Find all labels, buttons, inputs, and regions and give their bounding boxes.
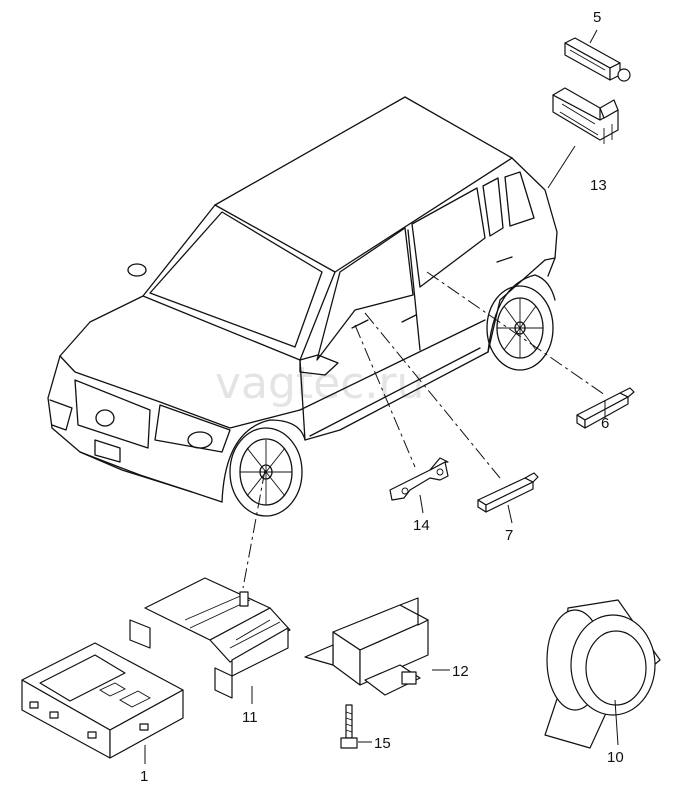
holder-part-14: [389, 457, 449, 514]
bracket-part-12: [304, 597, 450, 696]
label-14: 14: [413, 517, 430, 534]
label-12: 12: [452, 663, 469, 680]
label-10: 10: [607, 749, 624, 766]
part-labels: 5 13 6 14 7 11 12 15 1 10: [140, 9, 624, 785]
antenna-part-5: [564, 29, 631, 82]
tape-roll-part-10: [544, 599, 661, 749]
front-wheel: [221, 419, 306, 517]
bolt-part-15: [340, 704, 372, 749]
label-7: 7: [505, 527, 513, 544]
location-leaders: [242, 145, 606, 589]
control-unit-part-1: [21, 642, 184, 764]
label-13: 13: [590, 177, 607, 194]
antenna-part-7: [477, 472, 539, 524]
bracket-part-11: [129, 577, 291, 704]
rear-wheel: [486, 274, 556, 371]
antenna-part-6: [576, 387, 635, 429]
label-1: 1: [140, 768, 148, 785]
vehicle-illustration: [47, 96, 558, 517]
label-11: 11: [242, 709, 258, 726]
bracket-part-13: [552, 87, 619, 144]
label-6: 6: [601, 415, 609, 432]
label-15: 15: [374, 735, 391, 752]
label-5: 5: [593, 9, 601, 26]
